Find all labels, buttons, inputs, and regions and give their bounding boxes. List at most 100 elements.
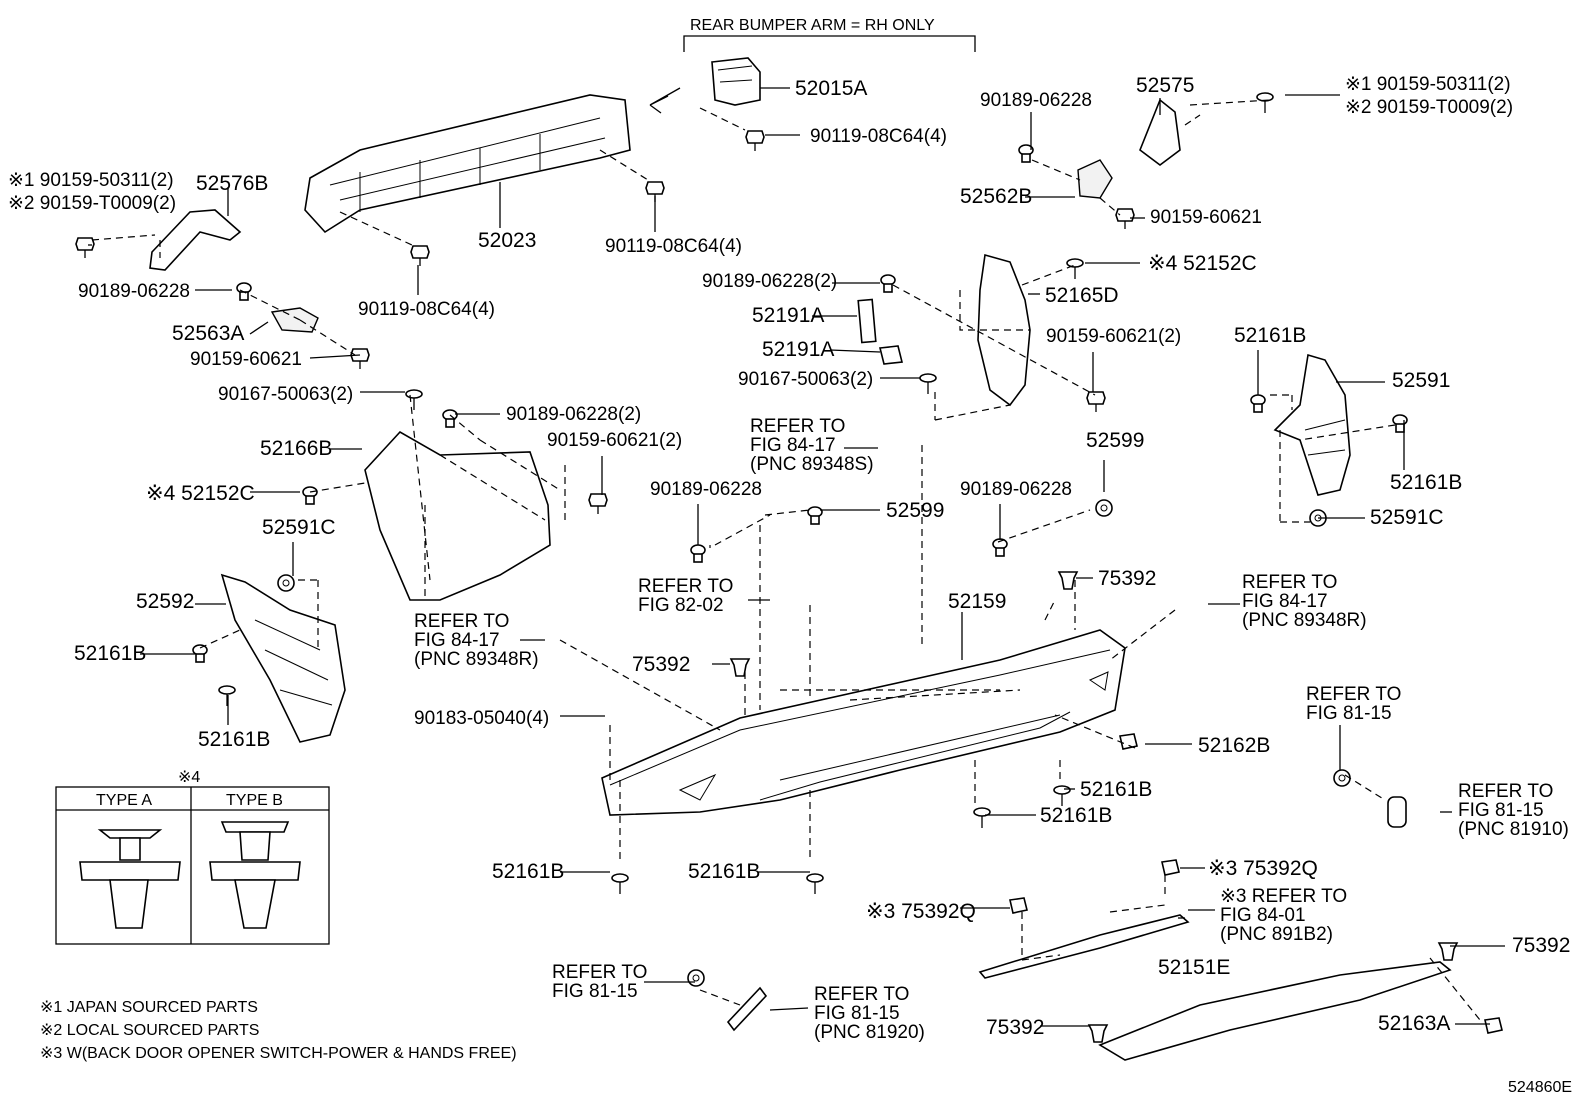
part-label: 75392 — [632, 653, 690, 676]
part-label: 90189-06228 — [78, 281, 190, 302]
part-label: 52591 — [1392, 369, 1450, 392]
refer-to-label: REFER TO — [750, 416, 845, 437]
refer-to-label: REFER TO — [1306, 684, 1401, 705]
fastener-nut-icon — [687, 969, 705, 987]
dashed-line — [764, 509, 811, 516]
dashed-line — [1109, 609, 1176, 661]
strip-75392q-part — [978, 914, 1190, 979]
fastener-screw-icon — [1066, 258, 1084, 279]
dashed-line — [299, 319, 356, 356]
part-label: 52161B — [1080, 778, 1152, 801]
part-label: 52161B — [198, 728, 270, 751]
part-label: 52576B — [196, 172, 268, 195]
part-label: 52165D — [1045, 284, 1119, 307]
part-label: ※3 75392Q — [866, 900, 976, 923]
type-table-label: ※4 — [178, 769, 200, 786]
part-label: 52592 — [136, 590, 194, 613]
part-label: 90189-06228 — [650, 479, 762, 500]
dashed-line — [1189, 99, 1271, 106]
part-label: 90167-50063(2) — [218, 384, 353, 405]
refer-to-label: FIG 81-15 — [552, 981, 638, 1002]
part-label: ※2 90159-T0009(2) — [8, 193, 176, 214]
part-label: 52015A — [795, 77, 867, 100]
dashed-line — [599, 149, 649, 181]
part-label: 90159-60621(2) — [547, 430, 682, 451]
bumper-arm-part — [711, 57, 761, 106]
refer-to-label: REFER TO — [638, 576, 733, 597]
dashed-line — [1109, 904, 1166, 913]
bumper-cover-part — [601, 629, 1126, 816]
dashed-line — [714, 514, 771, 546]
dashed-line — [1021, 264, 1076, 286]
refer-to-label: FIG 84-01 — [1220, 905, 1306, 926]
refer-to-label: FIG 81-15 — [814, 1003, 900, 1024]
footnote: ※1 JAPAN SOURCED PARTS — [40, 999, 258, 1016]
part-label: 90119-08C64(4) — [810, 126, 947, 147]
fastener-cap-icon — [1484, 1017, 1503, 1034]
part-label: 90189-06228(2) — [702, 271, 837, 292]
fastener-push-icon — [1437, 942, 1459, 961]
fastener-screw-icon — [919, 373, 937, 394]
left-bracket-52592-part — [220, 573, 346, 743]
fastener-nut-icon — [277, 574, 295, 592]
part-label: 52166B — [260, 437, 332, 460]
leader-line — [249, 321, 269, 335]
retainer-52563a-part — [270, 307, 319, 333]
refer-to-label: FIG 81-15 — [1458, 800, 1544, 821]
dashed-line — [1184, 114, 1201, 126]
part-label: 52161B — [1234, 324, 1306, 347]
dashed-line — [1054, 714, 1136, 749]
part-label: 52159 — [948, 590, 1006, 613]
part-label: 75392 — [986, 1016, 1044, 1039]
part-label: 90167-50063(2) — [738, 369, 873, 390]
dashed-line — [1299, 424, 1396, 441]
part-label: ※1 90159-50311(2) — [1345, 74, 1511, 95]
part-label: 52191A — [762, 338, 834, 361]
fastener-bolt-icon — [75, 237, 95, 258]
part-label: 52563A — [172, 322, 244, 345]
part-label: 52599 — [886, 499, 944, 522]
fastener-bolt-icon — [350, 348, 370, 369]
right-side-bracket-part — [1139, 98, 1181, 166]
refer-to-label: FIG 82-02 — [638, 595, 724, 616]
fastener-screw-icon — [405, 389, 423, 410]
fastener-clip-icon — [1250, 394, 1266, 413]
leader-line — [309, 354, 361, 359]
part-label: 90189-06228 — [980, 90, 1092, 111]
dashed-line — [199, 629, 241, 649]
part-label: 90119-08C64(4) — [605, 236, 742, 257]
left-side-bracket-part — [149, 209, 242, 271]
type-table — [55, 786, 330, 945]
side-retainer-52166b-part — [364, 430, 551, 601]
fastener-clip-icon — [807, 506, 823, 525]
refer-to-label: REFER TO — [552, 962, 647, 983]
refer-to-label: (PNC 81920) — [814, 1022, 925, 1043]
refer-to-label: FIG 84-17 — [414, 630, 500, 651]
dashed-line — [849, 689, 1021, 701]
fastener-clip-icon — [1018, 144, 1034, 163]
part-label: 52023 — [478, 229, 536, 252]
refer-to-label: (PNC 891B2) — [1220, 924, 1333, 945]
dashed-line — [699, 989, 741, 1006]
part-label: ※1 90159-50311(2) — [8, 170, 174, 191]
dashed-line — [91, 234, 156, 241]
part-label: 52591C — [1370, 506, 1444, 529]
fastener-clip-icon — [690, 544, 706, 563]
fastener-screw-icon — [218, 685, 236, 706]
part-label: 52161B — [1390, 471, 1462, 494]
dashed-line — [1429, 957, 1481, 1021]
fastener-bolt-icon — [588, 493, 608, 514]
fasteners-layer — [75, 92, 1503, 1043]
diagram-header: REAR BUMPER ARM = RH ONLY — [690, 17, 935, 34]
fastener-clip-icon — [1392, 414, 1408, 433]
fastener-screw-icon — [806, 873, 824, 894]
side-retainer-52165d-part — [959, 253, 1031, 407]
part-label: 90189-06228(2) — [506, 404, 641, 425]
clip-type-b-icon — [209, 821, 301, 929]
fastener-cap-icon — [1009, 897, 1028, 914]
refer-to-label: REFER TO — [1458, 781, 1553, 802]
part-label: 52161B — [74, 642, 146, 665]
dashed-line — [339, 211, 413, 246]
part-label: 52599 — [1086, 429, 1144, 452]
part-label: ※3 75392Q — [1208, 857, 1318, 880]
